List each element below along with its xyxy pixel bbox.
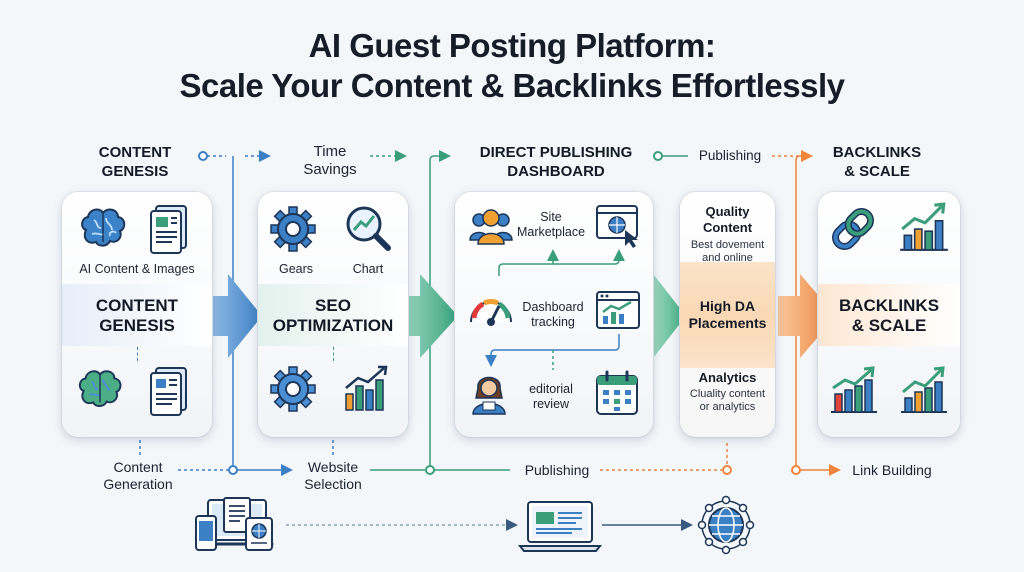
- high-da-l1: High DA: [699, 298, 756, 314]
- card-backlinks-scale: BACKLINKS & SCALE: [818, 192, 960, 437]
- high-da-l2: Placements: [688, 315, 767, 331]
- growth-chart-icon: [900, 202, 948, 251]
- top-label-content-genesis-l2: GENESIS: [101, 163, 169, 180]
- quality-title-l2: Content: [702, 220, 753, 235]
- card5-band: [818, 284, 960, 346]
- top-label-direct-publishing: DIRECT PUBLISHING DASHBOARD: [458, 143, 654, 181]
- analytics-sub-l1: Cluality content: [689, 388, 766, 400]
- card1-divider: [137, 347, 138, 361]
- chain-link-icon: [832, 208, 874, 250]
- brain-icon-2: [78, 370, 122, 407]
- site-marketplace-label: Site Marketplace: [511, 210, 591, 240]
- top-label-time-savings-l1: Time: [313, 143, 347, 160]
- editorial-review-l1: editorial: [529, 382, 573, 396]
- top-label-direct-publishing-l1: DIRECT PUBLISHING: [479, 144, 633, 161]
- gears-label: Gears: [278, 262, 314, 276]
- bar-chart-icon: [345, 365, 388, 411]
- card3-flow-lines: [485, 249, 625, 370]
- bottom-label-link-building: Link Building: [852, 462, 932, 478]
- card-placements: Quality Content Best dovement and online…: [680, 192, 775, 437]
- top-label-backlinks-scale-l1: BACKLINKS: [832, 144, 922, 161]
- gear-icon-2: [270, 366, 316, 412]
- top-label-backlinks-scale-l2: & SCALE: [844, 163, 910, 180]
- quality-sub-l2: and online: [702, 252, 753, 264]
- card5-band-l1: BACKLINKS: [838, 296, 940, 315]
- dashboard-tracking-label: Dashboard tracking: [513, 300, 593, 330]
- card-seo-optimization: Gears Chart SEO OPTIMIZATION: [258, 192, 408, 437]
- website-selection-l2: Selection: [304, 476, 362, 492]
- website-selection-l1: Website: [307, 459, 359, 475]
- top-label-time-savings-l2: Savings: [303, 161, 357, 178]
- dashboard-tracking-l2: tracking: [531, 315, 575, 329]
- laptop-icon: [518, 501, 602, 552]
- quality-content-sub: Best dovement and online: [680, 239, 775, 265]
- card5-band-text: BACKLINKS & SCALE: [818, 296, 960, 336]
- card1-band-l1: CONTENT: [95, 296, 179, 315]
- card-direct-publishing: Site Marketplace Dashboard tracking: [455, 192, 653, 437]
- magnifier-chart-icon: [346, 206, 391, 251]
- page-title-line2: Scale Your Content & Backlinks Effortles…: [179, 67, 846, 104]
- brain-icon: [81, 208, 126, 247]
- top-label-direct-publishing-l2: DASHBOARD: [507, 163, 605, 180]
- quality-title-l1: Quality: [705, 204, 750, 219]
- chart-label: Chart: [352, 262, 384, 276]
- bottom-label-publishing: Publishing: [524, 462, 590, 478]
- quality-content-title: Quality Content: [680, 204, 775, 236]
- browser-globe-icon: [596, 205, 638, 248]
- site-marketplace-l1: Site: [540, 210, 562, 224]
- arrow-1: [205, 274, 262, 358]
- analytics-sub-l2: or analytics: [699, 401, 756, 413]
- content-generation-l2: Generation: [103, 476, 173, 492]
- top-label-content-genesis-l1: CONTENT: [98, 144, 172, 161]
- quality-sub-l1: Best dovement: [690, 239, 765, 251]
- bottom-label-content-generation: Content Generation: [90, 459, 186, 493]
- top-label-publishing: Publishing: [698, 148, 762, 163]
- editor-person-icon: [472, 376, 506, 415]
- arrow-2: [402, 274, 458, 358]
- analytics-title: Analytics: [698, 370, 757, 385]
- bottom-label-website-selection: Website Selection: [290, 459, 376, 493]
- devices-icon: [195, 497, 274, 551]
- editorial-review-l2: review: [532, 397, 570, 411]
- card2-band: [258, 284, 408, 346]
- analytics-sub: Cluality content or analytics: [680, 388, 775, 414]
- gauge-icon: [470, 299, 512, 326]
- editorial-review-label: editorial review: [511, 382, 591, 412]
- card2-band-text: SEO OPTIMIZATION: [258, 296, 408, 336]
- site-marketplace-l2: Marketplace: [516, 225, 586, 239]
- card-content-genesis: AI Content & Images CONTENT GENESIS: [62, 192, 212, 437]
- top-label-time-savings: Time Savings: [285, 143, 375, 179]
- card4-band: [680, 262, 775, 368]
- gear-icon: [270, 206, 316, 252]
- page-title-line1: AI Guest Posting Platform:: [308, 27, 716, 64]
- top-label-backlinks-scale: BACKLINKS & SCALE: [822, 143, 932, 181]
- card2-band-l1: SEO: [315, 296, 351, 315]
- analytics-window-icon: [596, 291, 640, 329]
- top-label-content-genesis: CONTENT GENESIS: [80, 143, 190, 181]
- high-da-placements: High DA Placements: [680, 298, 775, 332]
- card1-caption: AI Content & Images: [79, 262, 195, 276]
- growth-chart-icon-2: [831, 366, 877, 413]
- arrow-4: [778, 274, 836, 358]
- card2-divider: [333, 347, 334, 361]
- card1-band: [62, 284, 212, 346]
- card5-band-l2: & SCALE: [851, 316, 927, 335]
- calendar-icon: [596, 370, 638, 415]
- document-icon-2: [150, 367, 187, 416]
- dashboard-tracking-l1: Dashboard: [522, 300, 584, 314]
- users-icon: [469, 209, 513, 245]
- card1-band-text: CONTENT GENESIS: [62, 296, 212, 336]
- globe-network-icon: [697, 495, 755, 555]
- growth-chart-icon-3: [901, 366, 947, 413]
- card1-band-l2: GENESIS: [99, 316, 175, 335]
- content-generation-l1: Content: [113, 459, 163, 475]
- card2-band-l2: OPTIMIZATION: [272, 316, 394, 335]
- arrow-3: [650, 270, 686, 362]
- document-icon: [150, 205, 187, 254]
